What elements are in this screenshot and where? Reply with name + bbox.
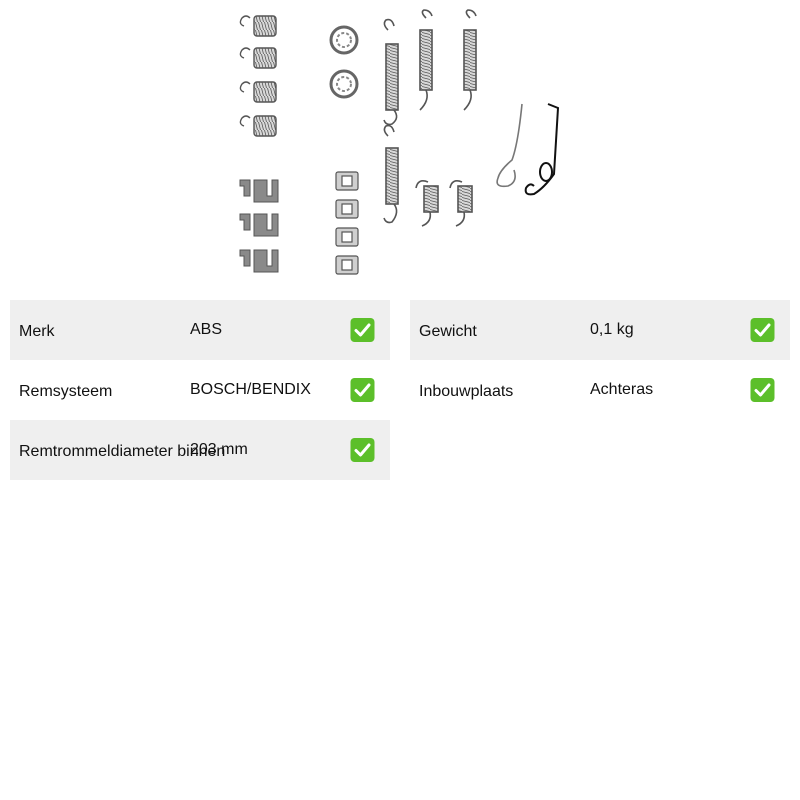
spec-table-right: Gewicht 0,1 kg Inbouwplaats Achteras	[410, 300, 790, 420]
spec-label: Remtrommeldiameter binnen	[19, 442, 226, 460]
check-icon	[350, 318, 375, 342]
check-icon	[350, 378, 375, 402]
retaining-cup	[335, 171, 359, 275]
check-icon	[750, 378, 775, 402]
spec-row-inbouwplaats: Inbouwplaats Achteras	[410, 360, 790, 420]
u-shim	[239, 179, 279, 273]
spec-label: Remsysteem	[19, 382, 113, 400]
spec-label: Inbouwplaats	[419, 382, 514, 400]
spec-row-remtrommeldiameter: Remtrommeldiameter binnen 203 mm	[10, 420, 390, 480]
short-spring	[415, 180, 473, 227]
lock-washer	[329, 25, 359, 99]
check-icon	[750, 318, 775, 342]
hold-down-spring	[239, 15, 277, 137]
product-image	[239, 9, 560, 275]
spec-value: ABS	[190, 321, 223, 338]
check-icon	[350, 438, 375, 462]
spec-row-remsysteem: Remsysteem BOSCH/BENDIX	[10, 360, 390, 420]
spec-value: Achteras	[590, 381, 654, 398]
spec-label: Merk	[19, 322, 55, 340]
spec-label: Gewicht	[419, 322, 477, 340]
spec-table-left: Merk ABS Remsysteem BOSCH/BENDIX Remtrom…	[10, 300, 390, 480]
spec-value: 203 mm	[190, 441, 248, 458]
spec-row-gewicht: Gewicht 0,1 kg	[410, 300, 790, 360]
spec-row-merk: Merk ABS	[10, 300, 390, 360]
return-spring	[383, 9, 477, 224]
wire-spring	[496, 103, 560, 196]
spec-value: BOSCH/BENDIX	[190, 381, 311, 398]
spec-value: 0,1 kg	[590, 321, 634, 338]
